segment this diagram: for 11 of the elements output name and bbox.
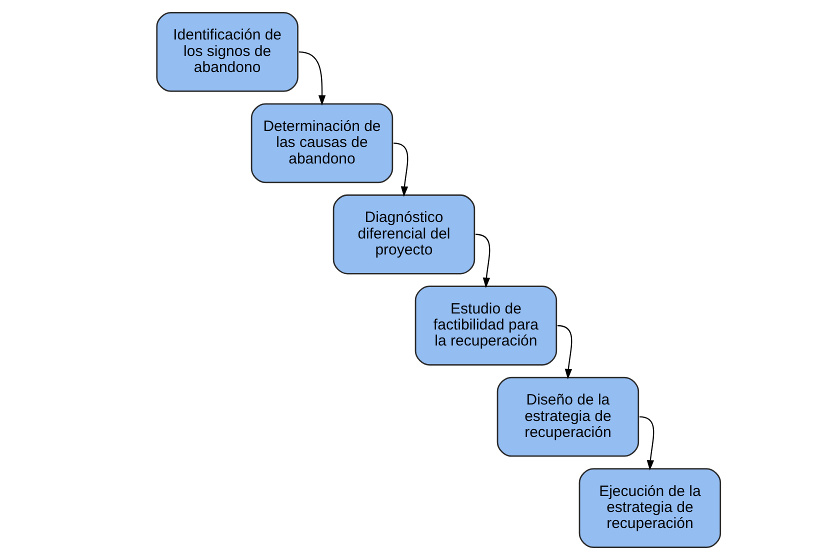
node-box: Ejecución de la estrategia de recuperación xyxy=(578,468,722,548)
arrow xyxy=(298,51,326,106)
node-box: Diseño de la estrategia de recuperación xyxy=(496,376,640,457)
arrow xyxy=(394,142,408,197)
node-box: Diagnóstico diferencial del proyecto xyxy=(332,194,476,274)
node-box: Identificación de los signos de abandono xyxy=(156,12,298,92)
node-box: Estudio de factibilidad para la recuperación xyxy=(414,286,558,366)
arrow xyxy=(476,234,490,288)
node-box: Determinación de las causas de abandono xyxy=(250,103,394,184)
arrow xyxy=(558,325,572,380)
arrow xyxy=(640,416,654,471)
